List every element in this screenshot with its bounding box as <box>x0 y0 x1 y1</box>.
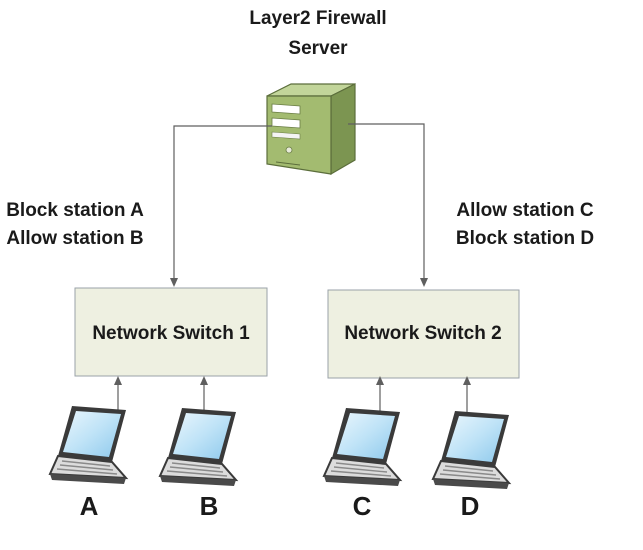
uplink-left <box>170 125 272 287</box>
laptop-icon <box>323 407 401 487</box>
station-label-a: A <box>80 491 99 521</box>
station-label-c: C <box>353 491 372 521</box>
rule-allow-c: Allow station C <box>456 200 594 221</box>
server-tower-icon <box>266 83 356 176</box>
station-label-d: D <box>461 491 480 521</box>
switch-1-label: Network Switch 1 <box>92 323 250 344</box>
network-switch-1: Network Switch 1 <box>74 287 268 377</box>
switch-2-label: Network Switch 2 <box>344 323 501 344</box>
laptop-icon <box>49 405 127 485</box>
rule-allow-b: Allow station B <box>6 228 143 249</box>
rule-block-a: Block station A <box>6 200 144 221</box>
rule-block-d: Block station D <box>456 228 594 249</box>
laptop-icon <box>159 407 237 487</box>
station-label-b: B <box>200 491 219 521</box>
laptop-icon <box>432 410 510 490</box>
server-title-line2: Server <box>288 38 348 59</box>
network-switch-2: Network Switch 2 <box>327 289 520 379</box>
uplink-right <box>348 123 428 287</box>
server-title-line1: Layer2 Firewall <box>249 8 386 29</box>
